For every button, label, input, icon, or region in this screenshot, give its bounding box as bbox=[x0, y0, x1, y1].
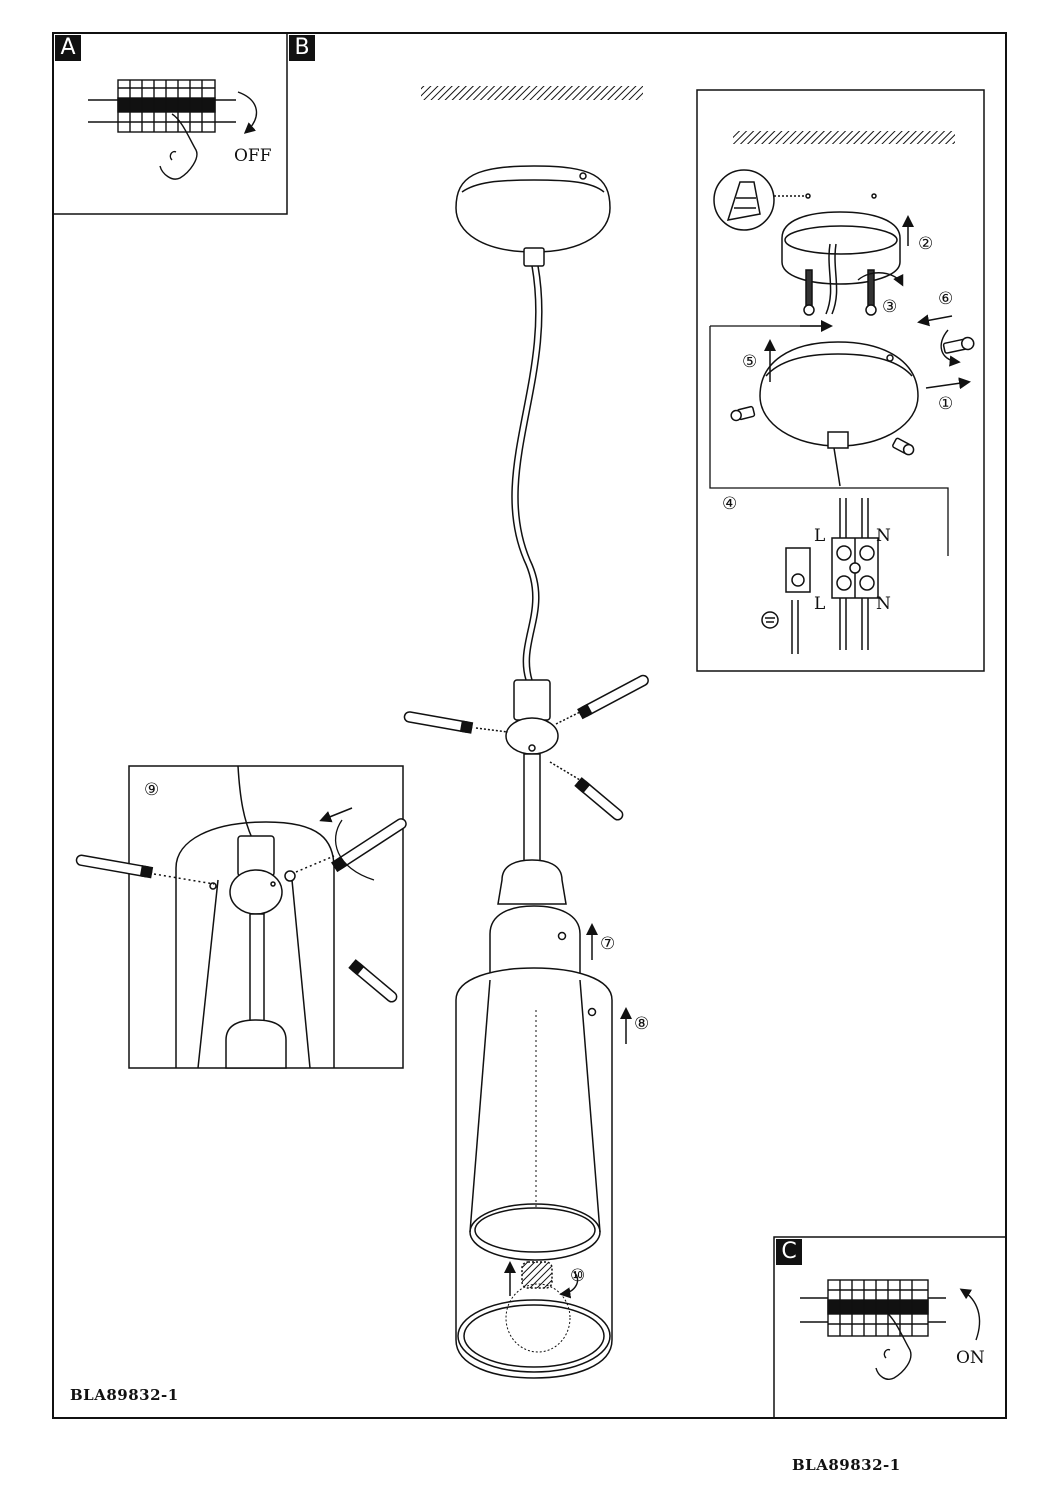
decor-rod bbox=[577, 674, 649, 720]
inner-shade bbox=[489, 905, 581, 981]
panel-b-detail bbox=[696, 89, 985, 672]
document-code: BLA89832-1 bbox=[70, 1386, 179, 1404]
decor-rod bbox=[403, 711, 474, 734]
step-3: ③ bbox=[882, 297, 898, 317]
suspension-cable bbox=[511, 265, 537, 681]
turn-on-arrow-icon bbox=[959, 1288, 981, 1341]
footer-code: BLA89832-1 bbox=[792, 1456, 901, 1474]
panel-b-tag: B bbox=[289, 35, 315, 61]
turn-off-arrow-icon bbox=[237, 91, 258, 134]
step-9: ⑨ bbox=[144, 780, 160, 800]
step-6: ⑥ bbox=[938, 289, 954, 309]
pendant-lamp bbox=[403, 165, 649, 1379]
light-bulb-icon bbox=[505, 1283, 571, 1353]
terminal-label-live-bottom: L bbox=[814, 594, 826, 614]
panel-9-detail bbox=[75, 765, 407, 1069]
rotate-arrow-icon bbox=[559, 1271, 579, 1299]
step-8: ⑧ bbox=[634, 1014, 650, 1034]
arrow-icon bbox=[319, 807, 353, 823]
off-label: OFF bbox=[234, 146, 272, 166]
breaker-icon bbox=[800, 1279, 946, 1380]
panel-a-tag: A bbox=[55, 35, 81, 61]
terminal-label-neutral-top: N bbox=[876, 526, 891, 546]
step-2: ② bbox=[918, 234, 934, 254]
step-5: ⑤ bbox=[742, 352, 758, 372]
decor-rod bbox=[574, 777, 624, 821]
terminal-label-neutral-bottom: N bbox=[876, 594, 891, 614]
panel-c-tag: C bbox=[776, 1239, 802, 1265]
coupler bbox=[513, 679, 551, 721]
step-10: ⑩ bbox=[570, 1266, 586, 1286]
breaker-icon bbox=[88, 79, 236, 180]
step-1: ① bbox=[938, 394, 954, 414]
arrow-icon bbox=[925, 377, 971, 390]
panel-c-breaker-on bbox=[773, 1236, 1007, 1419]
step-4: ④ bbox=[722, 494, 738, 514]
glass-shade bbox=[455, 967, 613, 1379]
step-7: ⑦ bbox=[600, 934, 616, 954]
rotate-arrow-icon bbox=[940, 329, 961, 367]
ceiling-canopy bbox=[455, 165, 611, 253]
page-frame bbox=[52, 32, 1007, 1419]
panel-a-breaker-off bbox=[52, 32, 288, 215]
rotate-arrow-icon bbox=[334, 819, 375, 881]
arrow-icon bbox=[917, 314, 953, 327]
rotate-arrow-icon bbox=[857, 272, 904, 287]
terminal-label-live-top: L bbox=[814, 526, 826, 546]
ceiling-hatch bbox=[421, 86, 643, 100]
on-label: ON bbox=[956, 1348, 985, 1368]
